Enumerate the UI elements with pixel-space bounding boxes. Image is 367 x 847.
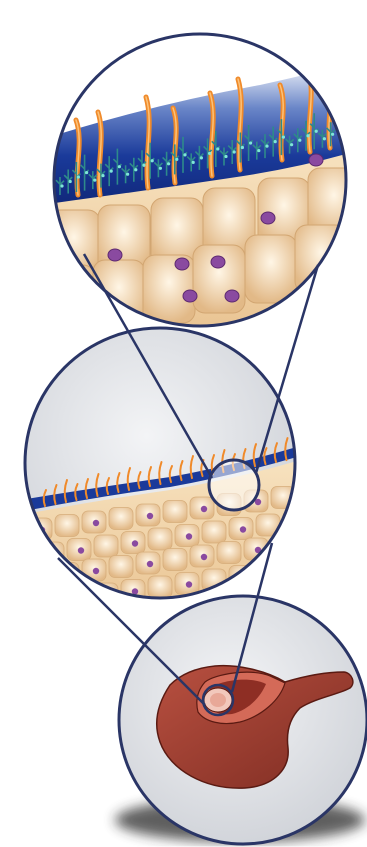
cell-nucleus xyxy=(240,526,246,532)
cell-nucleus xyxy=(132,540,138,546)
cell-nucleus xyxy=(211,256,225,268)
epithelial-cell xyxy=(40,590,64,612)
epithelial-cell xyxy=(217,542,241,564)
epithelial-cell xyxy=(43,265,95,333)
epithelial-cell xyxy=(148,528,172,550)
epithelial-cell xyxy=(94,535,118,557)
cell-nucleus xyxy=(240,574,246,580)
epithelial-cell xyxy=(193,245,245,313)
epithelial-cell xyxy=(55,515,79,537)
cell-nucleus xyxy=(201,554,207,560)
cell-nucleus xyxy=(98,312,112,324)
cell-nucleus xyxy=(108,249,122,261)
cell-nucleus xyxy=(294,567,300,573)
cell-nucleus xyxy=(225,290,239,302)
cell-nucleus xyxy=(39,575,45,581)
bottom-panel xyxy=(119,596,367,844)
epithelial-cell xyxy=(93,260,145,328)
cell-nucleus xyxy=(147,561,153,567)
cell-nucleus xyxy=(186,581,192,587)
epithelial-cell xyxy=(163,549,187,571)
epithelial-cell xyxy=(202,521,226,543)
cell-nucleus xyxy=(175,258,189,270)
epithelium-zoom-ring xyxy=(209,460,259,510)
top-panel xyxy=(40,34,360,340)
epithelial-cell xyxy=(109,508,133,530)
epithelial-cell xyxy=(163,501,187,523)
cell-nucleus xyxy=(78,547,84,553)
cell-nucleus xyxy=(93,568,99,574)
epithelial-cell xyxy=(109,556,133,578)
cell-nucleus xyxy=(201,506,207,512)
epithelial-cell xyxy=(148,576,172,598)
epithelial-cell xyxy=(256,562,280,584)
epithelial-cell xyxy=(28,566,52,588)
epithelial-cell xyxy=(245,235,297,303)
cell-nucleus xyxy=(309,154,323,166)
cell-nucleus xyxy=(93,520,99,526)
epithelial-cell xyxy=(283,559,307,581)
epithelial-cell xyxy=(271,535,295,557)
cell-nucleus xyxy=(78,595,84,601)
epithelial-cell xyxy=(67,587,91,609)
cell-nucleus xyxy=(183,290,197,302)
cell-nucleus xyxy=(147,513,153,519)
cell-nucleus xyxy=(261,212,275,224)
cell-nucleus xyxy=(294,519,300,525)
cell-nucleus xyxy=(186,533,192,539)
